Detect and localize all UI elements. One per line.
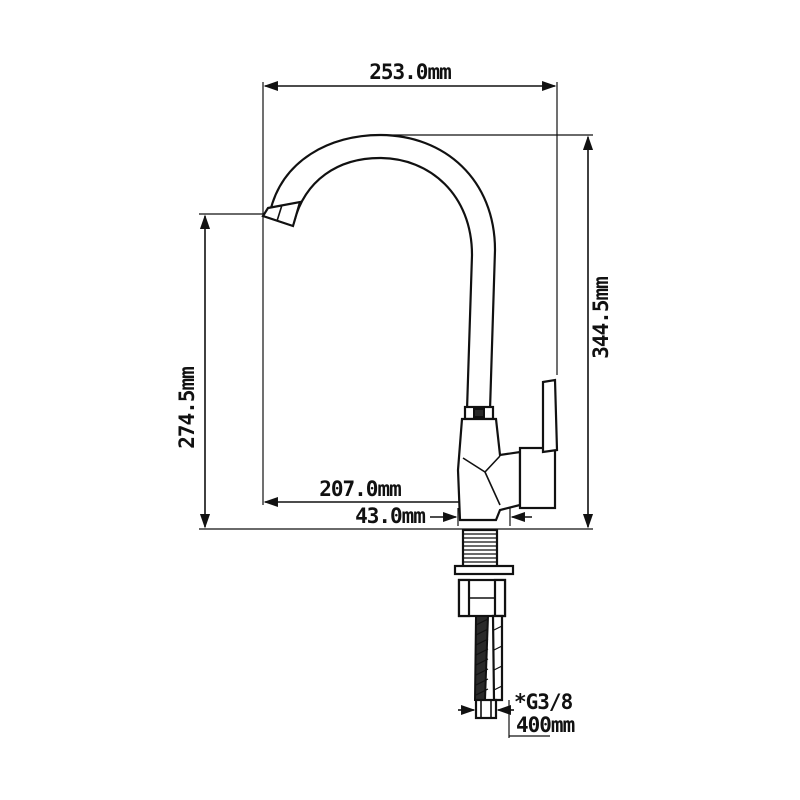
thread-lines — [463, 533, 497, 563]
braid-pattern-right — [493, 625, 503, 691]
spout-reach-dimension: 207.0mm — [263, 477, 480, 508]
mounting-nut — [457, 578, 507, 618]
overall-width-label: 253.0mm — [369, 60, 451, 84]
lever-handle — [541, 378, 559, 454]
base-diameter-label: 43.0mm — [355, 504, 425, 528]
spout-neck — [268, 133, 497, 412]
nut-face-left — [457, 578, 471, 618]
hose-length-label: 400mm — [516, 713, 575, 737]
aerator-edge — [276, 204, 283, 222]
overall-height-label: 344.5mm — [589, 277, 613, 359]
collar-ring — [473, 408, 485, 418]
thread-label: *G3/8 — [514, 690, 573, 714]
thread-callout: *G3/8 — [458, 690, 574, 716]
body-edge-2 — [484, 471, 501, 506]
cartridge-housing — [518, 446, 557, 510]
hose-length-callout: 400mm — [508, 700, 576, 738]
overall-width-dimension: 253.0mm — [262, 60, 558, 505]
nut-face-right — [493, 578, 507, 618]
hose-right — [491, 614, 504, 702]
washer — [453, 564, 515, 576]
hose-left — [473, 615, 490, 701]
threaded-shank — [461, 528, 499, 570]
faucet — [261, 133, 559, 720]
spout-height-label: 274.5mm — [175, 367, 199, 449]
hose-fitting — [474, 698, 498, 720]
spout-reach-label: 207.0mm — [319, 477, 401, 501]
aerator — [261, 200, 302, 228]
faucet-body — [456, 417, 522, 522]
spout-height-dimension: 274.5mm — [175, 213, 268, 529]
braid-pattern — [475, 618, 489, 696]
base-diameter-dimension: 43.0mm — [355, 504, 532, 528]
overall-height-dimension: 344.5mm — [385, 134, 613, 529]
fitting-body — [474, 698, 498, 720]
braided-hoses — [473, 614, 504, 702]
